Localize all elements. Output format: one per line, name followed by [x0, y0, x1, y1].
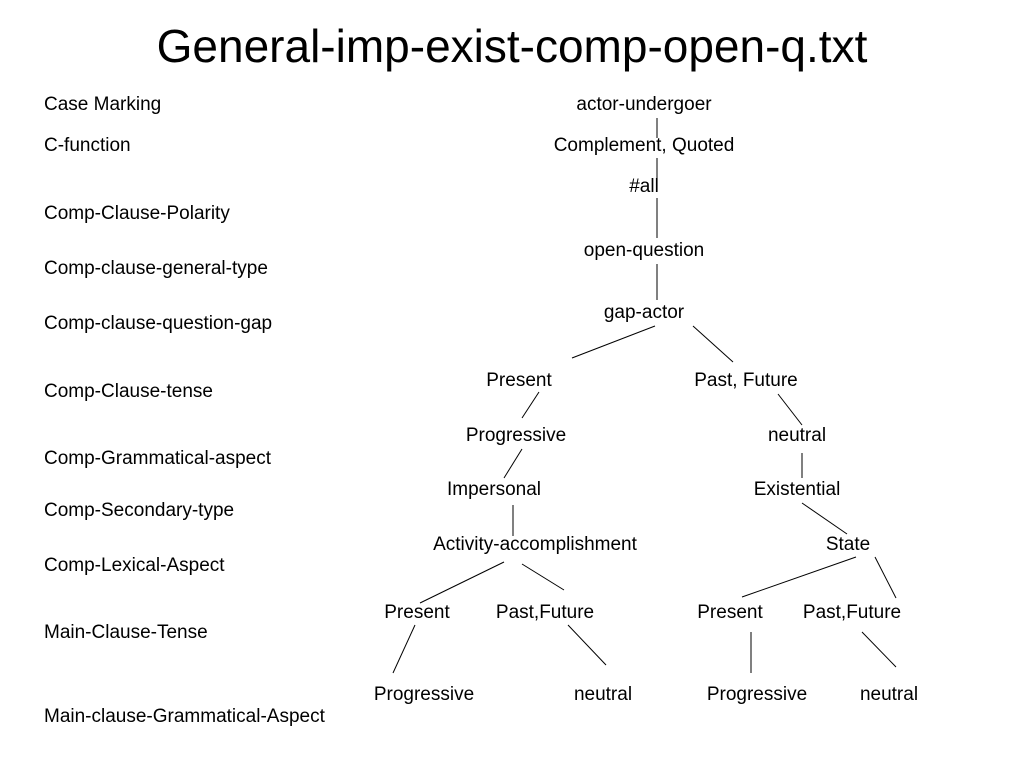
edge-state-rightpastfuture — [874, 556, 897, 599]
row-label-case-marking: Case Marking — [44, 94, 162, 115]
node-main-right-progressive: Progressive — [706, 684, 808, 705]
edge-leftpastfuture-neutral — [567, 624, 607, 666]
row-label-comp-clause-tense: Comp-Clause-tense — [44, 381, 213, 402]
node-activity-accomplishment: Activity-accomplishment — [433, 534, 637, 555]
row-label-main-clause-grammatical-aspect: Main-clause-Grammatical-Aspect — [44, 706, 325, 727]
node-complement-quoted: Complement, Quoted — [553, 135, 735, 156]
row-label-comp-clause-polarity: Comp-Clause-Polarity — [44, 203, 230, 224]
node-actor-undergoer: actor-undergoer — [576, 94, 712, 115]
edge-gap-pastfuture — [692, 325, 734, 363]
node-state: State — [825, 534, 871, 555]
node-main-right-present: Present — [697, 602, 763, 623]
edge-rightpastfuture-neutral — [861, 631, 897, 668]
node-main-left-neutral: neutral — [573, 684, 633, 705]
node-progressive: Progressive — [465, 425, 567, 446]
page-title: General-imp-exist-comp-open-q.txt — [156, 20, 868, 72]
row-label-c-function: C-function — [44, 135, 131, 156]
edge-gap-present — [571, 325, 656, 359]
row-label-comp-lexical-aspect: Comp-Lexical-Aspect — [44, 555, 225, 576]
node-main-right-neutral: neutral — [859, 684, 919, 705]
row-label-comp-clause-question-gap: Comp-clause-question-gap — [44, 313, 273, 334]
edge-pastfuture-neutral — [777, 393, 803, 426]
edge-state-rightpresent — [741, 556, 857, 598]
node-all: #all — [629, 176, 659, 197]
node-past-future: Past, Future — [694, 370, 798, 391]
edge-activity-leftpresent — [419, 561, 505, 604]
edge-present-progressive — [521, 391, 540, 419]
node-main-left-past-future: Past,Future — [495, 602, 595, 623]
node-impersonal: Impersonal — [447, 479, 541, 500]
edge-progressive-impersonal — [503, 448, 523, 479]
node-main-right-past-future: Past,Future — [802, 602, 902, 623]
node-main-left-present: Present — [384, 602, 450, 623]
row-label-comp-clause-general-type: Comp-clause-general-type — [44, 258, 268, 279]
row-label-comp-grammatical-aspect: Comp-Grammatical-aspect — [44, 448, 271, 469]
node-neutral: neutral — [767, 425, 827, 446]
row-label-main-clause-tense: Main-Clause-Tense — [44, 622, 208, 643]
node-gap-actor: gap-actor — [603, 302, 685, 323]
node-existential: Existential — [753, 479, 841, 500]
row-label-comp-secondary-type: Comp-Secondary-type — [44, 500, 235, 521]
edge-leftpresent-progressive — [392, 624, 416, 674]
node-present: Present — [486, 370, 552, 391]
edge-existential-state — [801, 502, 848, 535]
node-main-left-progressive: Progressive — [373, 684, 475, 705]
node-open-question: open-question — [583, 240, 705, 261]
edge-activity-leftpastfuture — [521, 563, 565, 591]
